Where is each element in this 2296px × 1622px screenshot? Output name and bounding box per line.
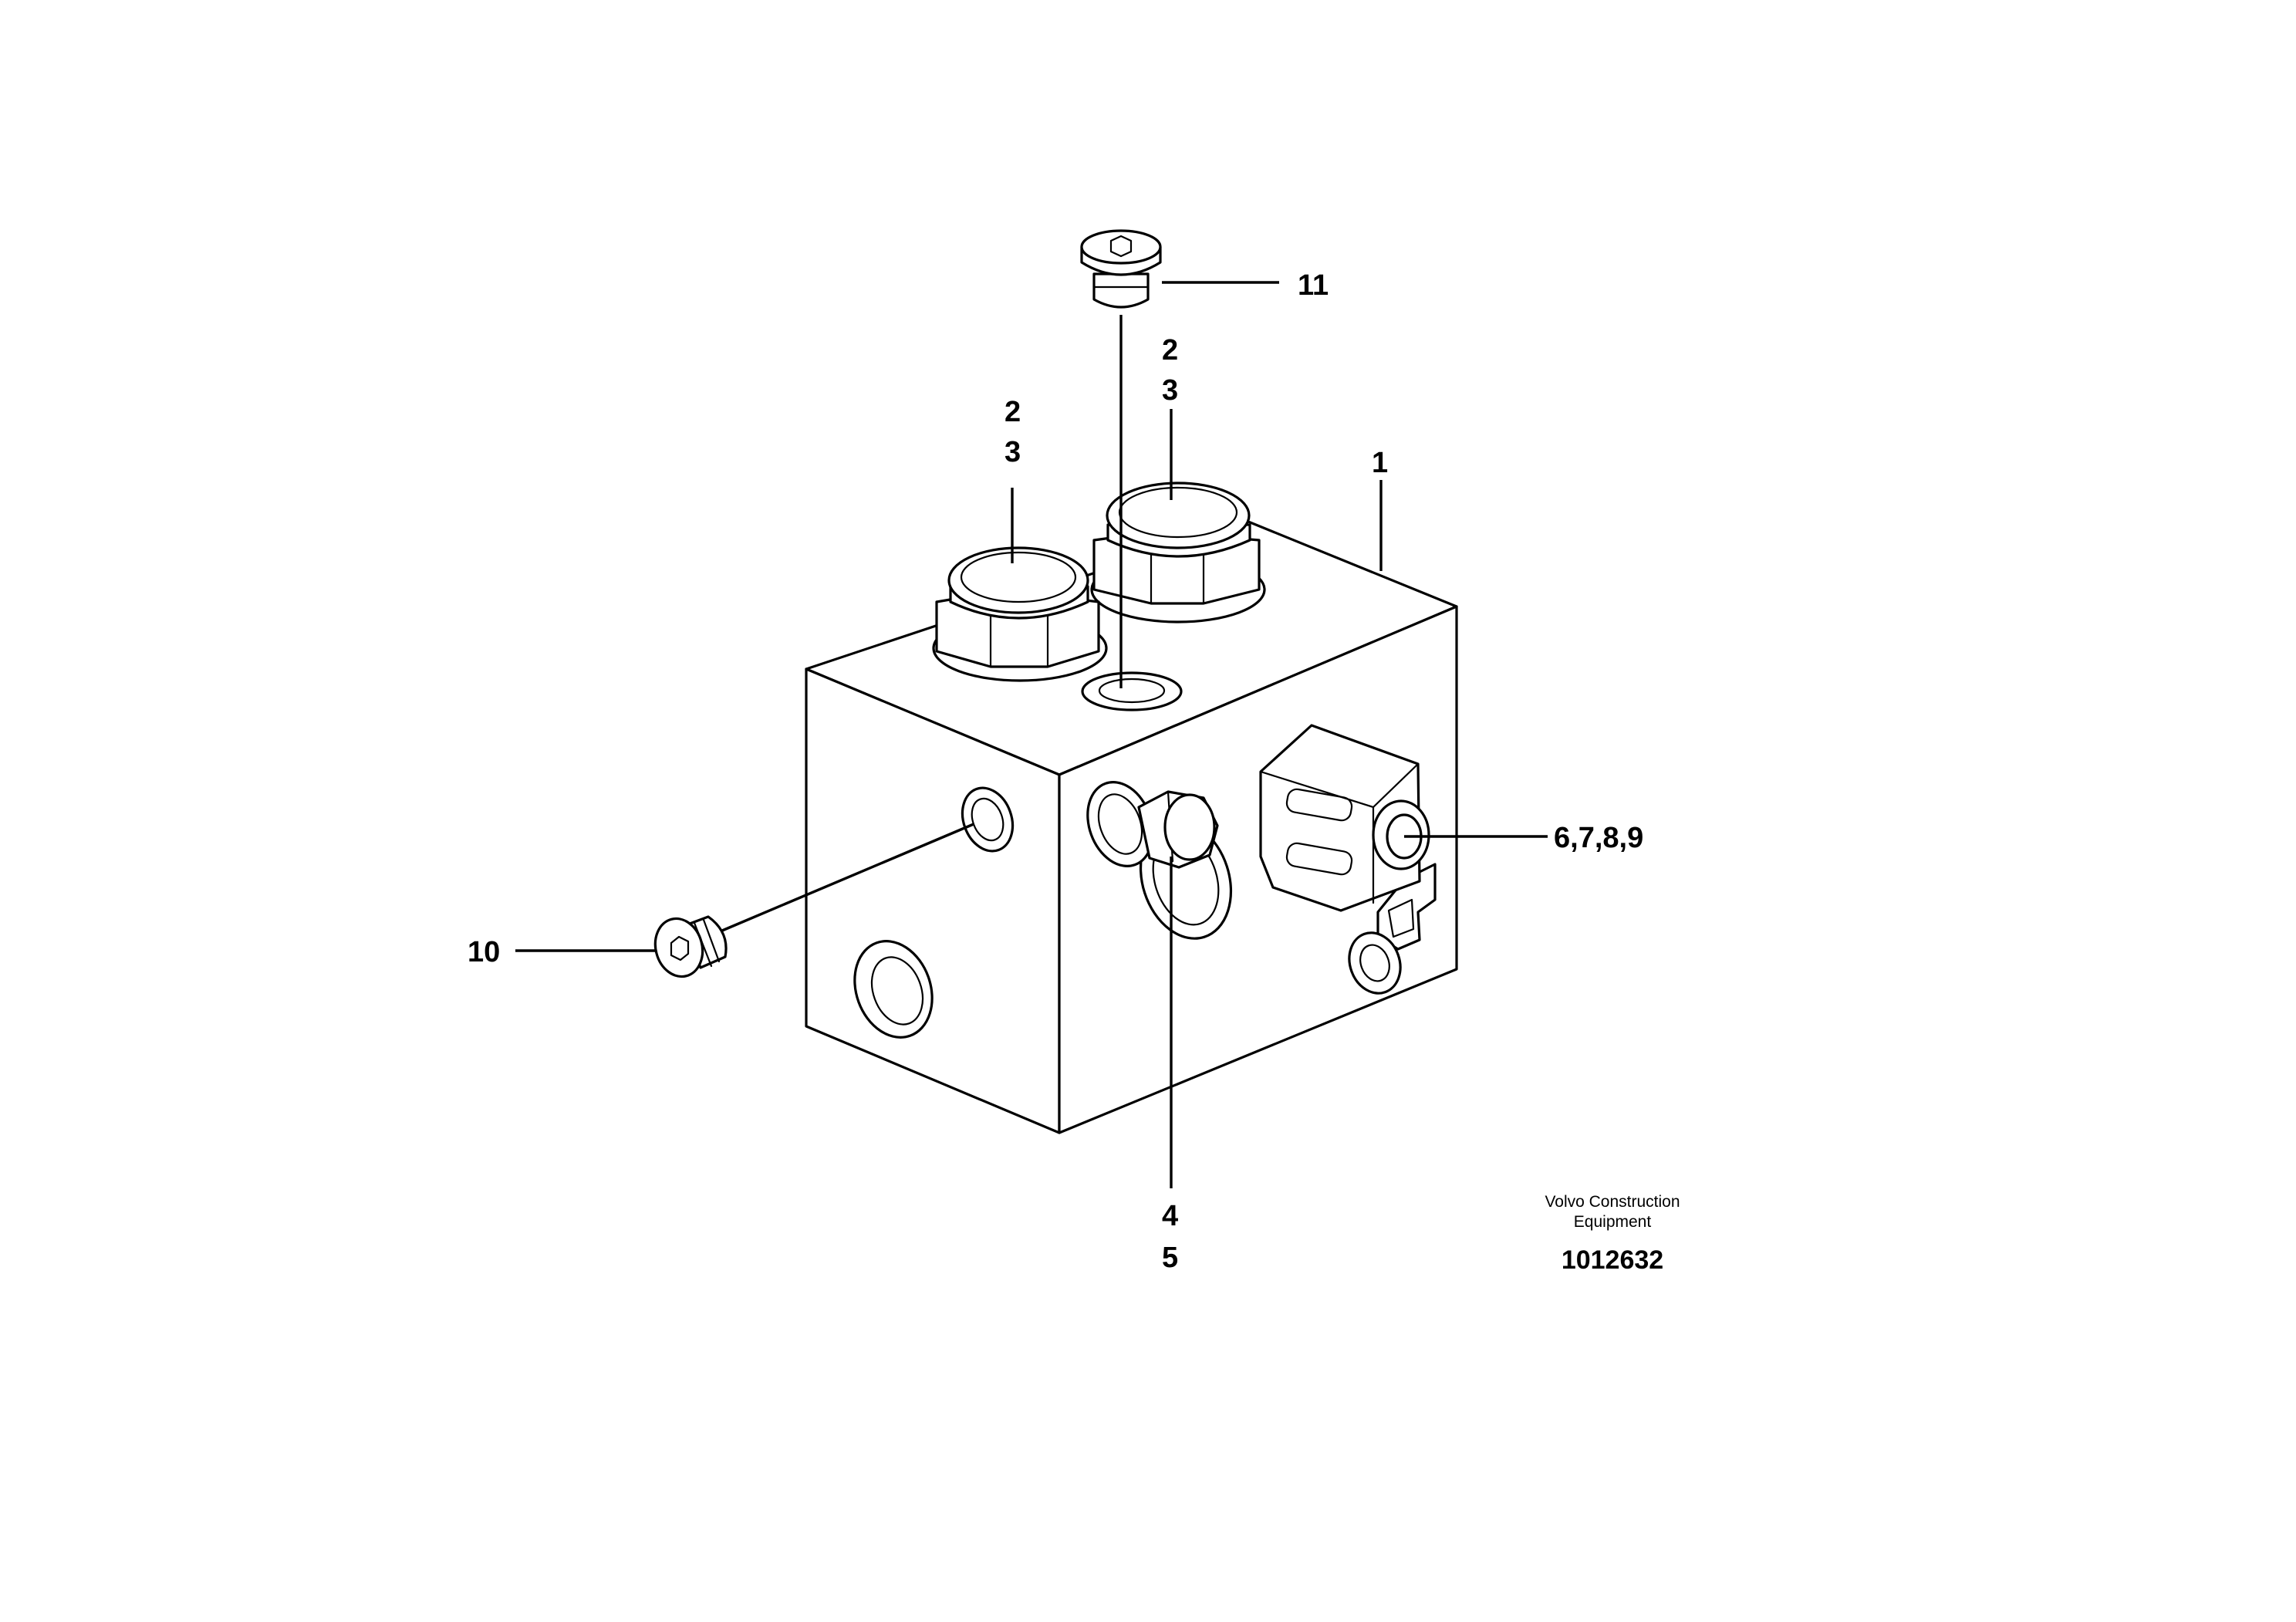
callout-2-right: 2: [1162, 334, 1178, 367]
callout-6-7-8-9: 6,7,8,9: [1554, 822, 1643, 854]
callout-labels: 11 2 3 2 3 1 6,7,8,9 10 4 5: [468, 269, 1643, 1274]
solenoid-housing: [1259, 724, 1421, 912]
plug-11-head-top: [1080, 229, 1162, 265]
callout-5: 5: [1162, 1242, 1178, 1274]
plug-item-11: [1080, 229, 1162, 309]
solenoid-label-slot-top: [1285, 788, 1353, 822]
callout-11: 11: [1298, 269, 1329, 302]
solenoid-item-6-9: [1259, 724, 1437, 995]
top-face-hole: [1081, 671, 1183, 711]
solenoid-label-slot-bottom: [1285, 842, 1353, 876]
port-lower-outer: [853, 940, 934, 1039]
callout-3-left: 3: [1004, 436, 1021, 468]
plug-10-hex-socket-icon: [670, 935, 690, 961]
port-lower-inner: [870, 956, 924, 1026]
caption-company: Volvo Construction: [1545, 1193, 1680, 1211]
callout-10: 10: [468, 936, 500, 968]
plug-item-4-5: [1086, 781, 1233, 940]
leader-10-axis: [721, 823, 974, 932]
top-hole-outer: [1081, 671, 1183, 711]
left-face-ports: [853, 786, 1015, 1039]
front-plug-cap: [947, 546, 1089, 614]
callout-2-left: 2: [1004, 396, 1021, 428]
solenoid-mount-hole: [1348, 931, 1402, 995]
callout-4: 4: [1162, 1200, 1178, 1232]
rear-plug-cap: [1106, 482, 1251, 549]
callout-1: 1: [1372, 447, 1388, 479]
diagram-caption: Volvo Construction Equipment 1012632: [1545, 1193, 1680, 1275]
block-right-face: [1058, 605, 1458, 1134]
cartridge-plug-rear: [1090, 482, 1266, 623]
plug-item-10: [653, 915, 728, 978]
plug-4-5-face: [1163, 793, 1216, 861]
top-hole-inner: [1098, 678, 1166, 704]
hex-socket-icon: [1109, 235, 1133, 258]
leader-lines: [515, 281, 1548, 1188]
cartridge-plug-front: [932, 546, 1108, 682]
plug-10-head: [653, 917, 704, 978]
callout-3-right: 3: [1162, 374, 1178, 407]
drawing-number: 1012632: [1562, 1245, 1663, 1275]
caption-division: Equipment: [1574, 1213, 1652, 1231]
plug-11-shank: [1092, 272, 1150, 309]
